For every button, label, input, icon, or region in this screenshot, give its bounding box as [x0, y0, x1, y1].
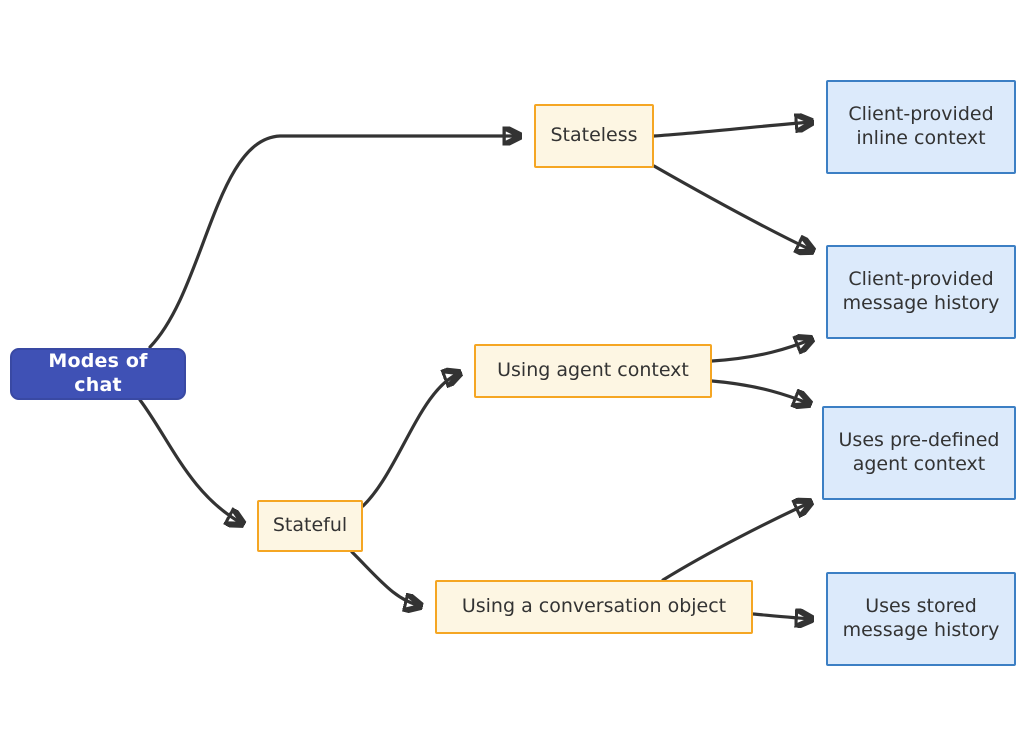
node-label: Client-provided inline context	[848, 103, 994, 149]
edge-root-to-stateful	[138, 398, 243, 524]
node-label: Stateless	[550, 124, 638, 147]
node-label: Uses stored message history	[842, 595, 1000, 641]
node-uses-pre-defined-agent-context[interactable]: Uses pre-defined agent context	[822, 406, 1016, 500]
edge-stateful-to-conversation-object	[350, 550, 421, 606]
node-uses-stored-message-history[interactable]: Uses stored message history	[826, 572, 1016, 666]
node-label: Using agent context	[497, 359, 689, 382]
node-label: Modes of chat	[48, 350, 148, 396]
node-label: Using a conversation object	[461, 595, 727, 618]
edge-agent-context-to-message-history	[710, 339, 812, 363]
edge-conversation-object-to-predefined-agent-context	[661, 502, 811, 582]
node-stateless[interactable]: Stateless	[534, 104, 654, 168]
edge-stateless-to-message-history	[652, 164, 813, 251]
node-client-provided-inline-context[interactable]: Client-provided inline context	[826, 80, 1016, 174]
node-stateful[interactable]: Stateful	[257, 500, 363, 552]
node-client-provided-message-history[interactable]: Client-provided message history	[826, 245, 1016, 339]
node-label: Client-provided message history	[842, 268, 1000, 314]
edge-agent-context-to-predefined-agent-context	[710, 379, 810, 404]
edge-conversation-object-to-stored-message-history	[751, 614, 812, 619]
edge-stateful-to-agent-context	[361, 373, 460, 508]
node-label: Uses pre-defined agent context	[838, 429, 1000, 475]
node-using-agent-context[interactable]: Using agent context	[474, 344, 712, 398]
edge-root-to-stateless	[148, 136, 520, 349]
node-using-a-conversation-object[interactable]: Using a conversation object	[435, 580, 753, 634]
node-modes-of-chat[interactable]: Modes of chat	[10, 348, 186, 400]
node-label: Stateful	[272, 514, 348, 537]
edge-stateless-to-inline-context	[652, 122, 812, 138]
